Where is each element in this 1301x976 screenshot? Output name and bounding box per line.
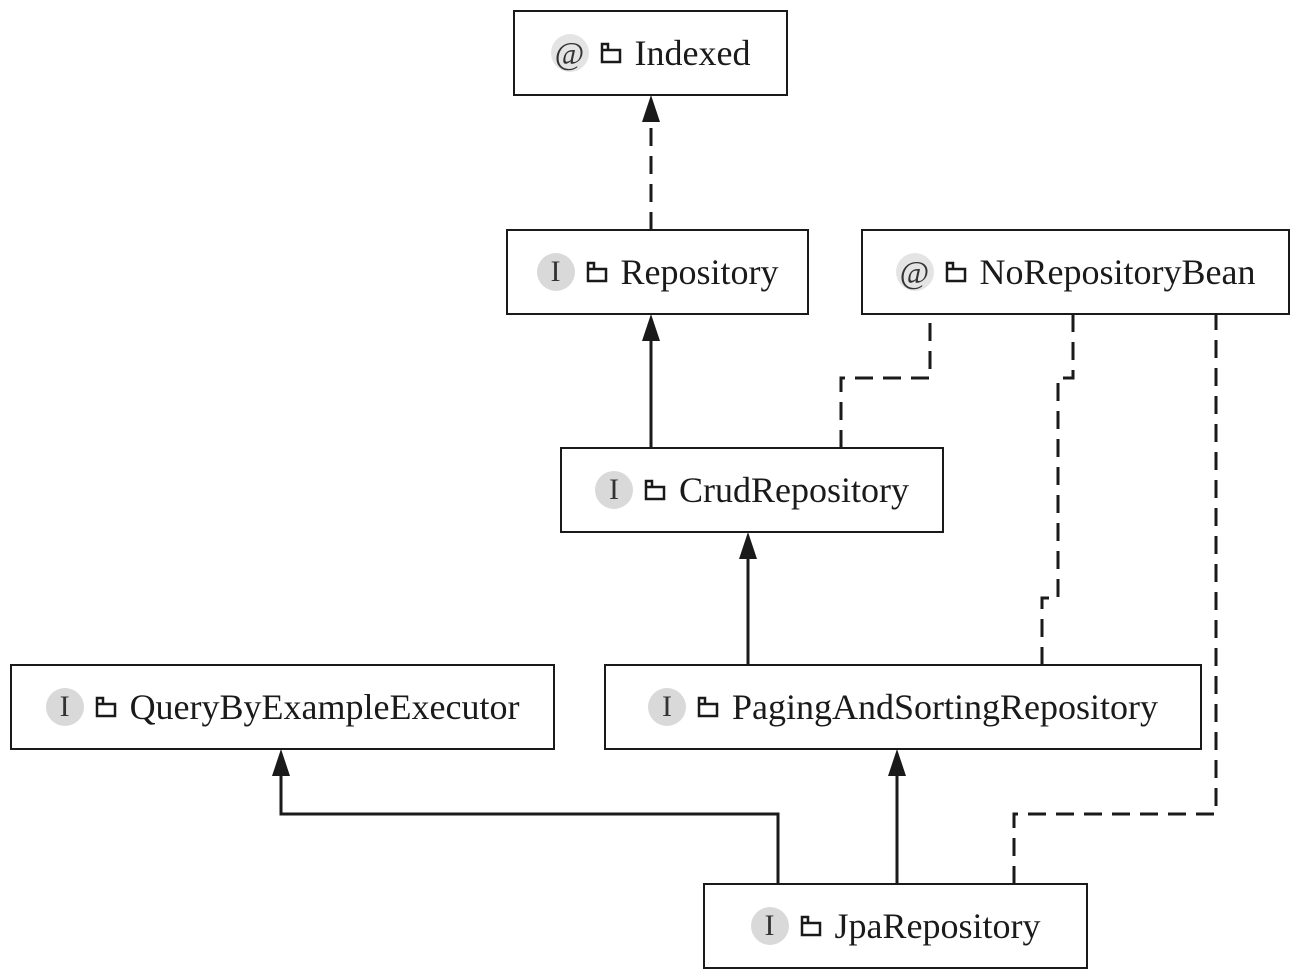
node-label: CrudRepository: [679, 470, 909, 510]
interface-icon: I: [45, 688, 84, 726]
node-querybyexampleexecutor[interactable]: I QueryByExampleExecutor: [10, 664, 555, 750]
node-pagingandsortingrepository[interactable]: I PagingAndSortingRepository: [604, 664, 1202, 750]
node-repository[interactable]: I Repository: [506, 229, 809, 315]
edge-jparepository-querybyexample: [279, 776, 780, 884]
package-icon: [599, 42, 623, 64]
interface-icon: I: [750, 907, 789, 945]
node-label: NoRepositoryBean: [979, 252, 1256, 292]
package-icon: [585, 261, 609, 283]
node-jparepository[interactable]: I JpaRepository: [703, 883, 1088, 969]
node-label: Indexed: [634, 33, 751, 73]
edge-jparepository-norepositorybean: [1012, 314, 1218, 884]
arrowhead-querybyexample: [272, 749, 290, 776]
edge-crudrepository-norepositorybean: [839, 314, 932, 448]
node-crudrepository[interactable]: I CrudRepository: [560, 447, 944, 533]
package-icon: [696, 696, 720, 718]
interface-icon: I: [647, 688, 686, 726]
node-label: Repository: [620, 252, 779, 292]
annotation-icon: @: [550, 34, 589, 72]
arrowhead-repository: [642, 314, 660, 341]
interface-icon: I: [595, 471, 633, 509]
arrowhead-indexed: [642, 95, 660, 122]
package-icon: [94, 696, 118, 718]
edge-pagingandsorting-norepositorybean: [1040, 314, 1075, 665]
package-icon: [799, 915, 823, 937]
arrowhead-crudrepository: [739, 532, 757, 559]
interface-icon: I: [536, 253, 575, 291]
node-label: QueryByExampleExecutor: [129, 687, 520, 727]
arrowhead-pagingandsorting: [888, 749, 906, 776]
node-norepositorybean[interactable]: @ NoRepositoryBean: [861, 229, 1290, 315]
package-icon: [643, 479, 667, 501]
node-label: PagingAndSortingRepository: [731, 687, 1158, 727]
node-indexed[interactable]: @ Indexed: [513, 10, 788, 96]
package-icon: [944, 261, 968, 283]
node-label: JpaRepository: [834, 906, 1041, 946]
annotation-icon: @: [895, 253, 934, 291]
